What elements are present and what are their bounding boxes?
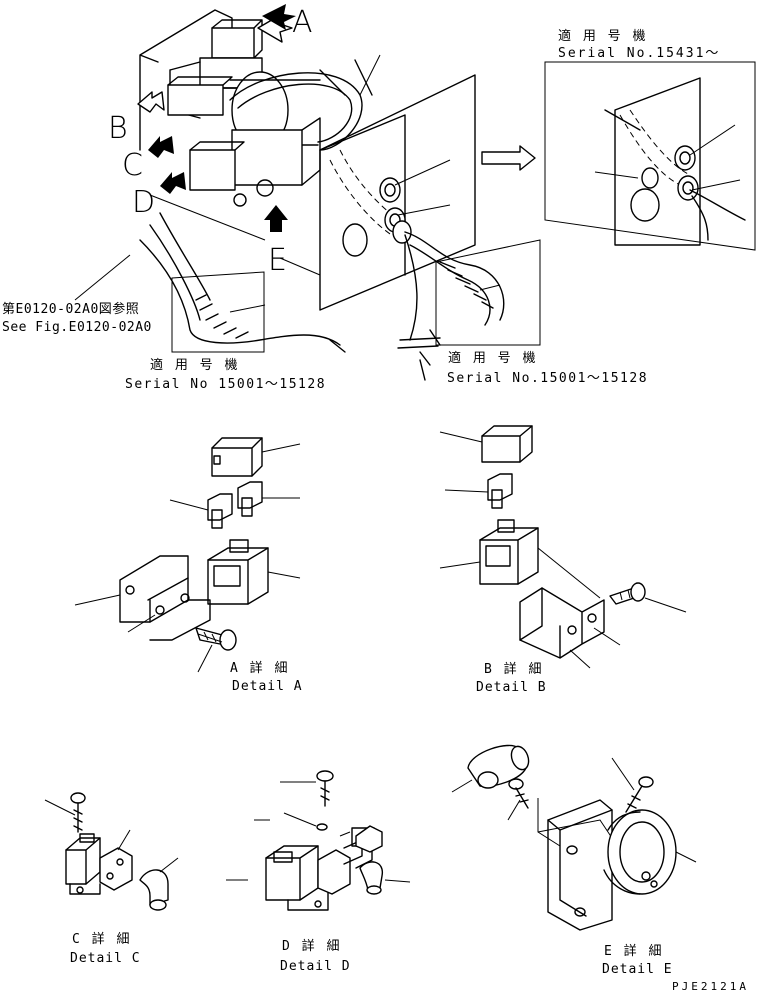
drawing-code: PJE2121A [672,980,749,993]
detail-c-title: Detail C [70,951,141,966]
inset-serial-label: Serial No.15431～ [558,46,720,61]
detail-e-title: Detail E [602,962,673,977]
main-assembly-view [74,4,541,381]
detail-c-title-jp: C 詳 細 [72,931,131,947]
detail-a-drawing [74,437,301,673]
arrow-c-icon [148,136,174,158]
detail-a-title: Detail A [232,679,303,694]
detail-d-drawing [226,770,411,911]
reference-label-jp: 第E0120-02A0図参照 [2,301,139,317]
mid-serial-label-jp: 適 用 号 機 [448,350,537,366]
detail-d-title-jp: D 詳 細 [282,938,341,954]
callout-b: B [108,111,128,146]
inset-view [481,61,756,251]
detail-a-title-jp: A 詳 細 [230,660,289,676]
arrow-b-icon [137,91,165,113]
callout-d: D [132,185,155,220]
arrow-d-icon [160,172,186,194]
detail-e-title-jp: E 詳 細 [604,943,663,959]
detail-b-drawing [439,425,687,669]
detail-c-drawing [44,792,179,911]
inset-serial-label-jp: 適 用 号 機 [558,28,647,44]
mid-serial-label: Serial No.15001～15128 [447,371,648,386]
reference-label: See Fig.E0120-02A0 [2,320,152,335]
detail-b-title-jp: B 詳 細 [484,661,543,677]
left-serial-label: Serial No 15001～15128 [125,377,326,392]
left-serial-label-jp: 適 用 号 機 [150,357,239,373]
detail-e-drawing [451,744,697,931]
detail-b-title: Detail B [476,680,547,695]
detail-d-title: Detail D [280,959,351,974]
callout-e: E [268,243,287,278]
arrow-e-icon [264,205,288,232]
callout-a: A [292,5,313,40]
callout-c: C [122,148,143,183]
